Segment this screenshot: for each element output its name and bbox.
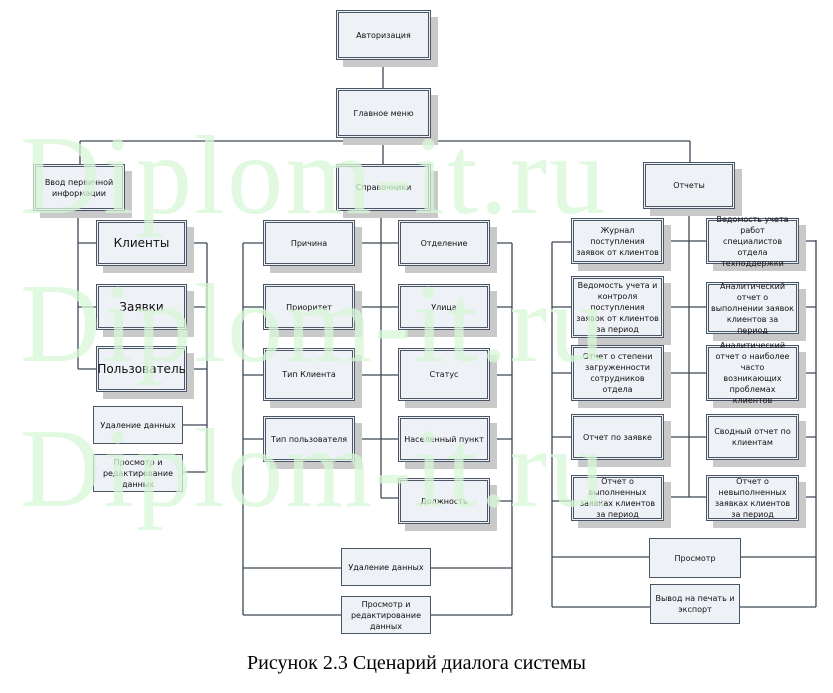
node-label: Просмотр и редактирование данных — [102, 457, 174, 489]
node-label: Клиенты — [113, 235, 170, 250]
node-r-specialists: Ведомость учета работ специалистов отдел… — [706, 215, 799, 268]
node-r-done: Отчет о выполненных заявках клиентов за … — [571, 475, 664, 521]
node-priority: Приоритет — [263, 284, 355, 330]
node-label: Должность — [420, 496, 468, 506]
node-client-type: Тип Клиента — [263, 348, 355, 401]
node-label: Отчет о степени загруженности сотруднико… — [582, 352, 653, 394]
node-input-view: Просмотр и редактирование данных — [93, 454, 183, 492]
node-label: Удаление данных — [348, 562, 424, 572]
node-r-print: Вывод на печать и экспорт — [650, 584, 740, 624]
figure-caption: Рисунок 2.3 Сценарий диалога системы — [247, 652, 586, 674]
node-r-load: Отчет о степени загруженности сотруднико… — [571, 345, 664, 401]
node-auth: Авторизация — [336, 10, 431, 60]
node-department: Отделение — [398, 220, 490, 266]
node-user-type: Тип пользователя — [263, 416, 355, 462]
node-r-analytic-done: Аналитический отчет о выполнении заявок … — [706, 281, 799, 335]
node-label: Аналитический отчет о наиболее часто воз… — [715, 341, 790, 405]
node-street: Улица — [398, 284, 490, 330]
node-label: Просмотр и редактирование данных — [350, 599, 422, 631]
node-label: Отделение — [420, 238, 468, 248]
node-requests: Заявки — [96, 284, 187, 330]
node-label: Ведомость учета и контроля поступления з… — [576, 280, 659, 334]
node-clients: Клиенты — [96, 220, 187, 266]
node-locality: Населенный пункт — [398, 416, 490, 462]
node-r-summary: Сводный отчет по клиентам — [706, 414, 799, 460]
node-label: Справочники — [355, 183, 412, 192]
node-label: Заявки — [119, 299, 164, 314]
node-label: Отчет по заявке — [583, 432, 652, 442]
node-reason: Причина — [263, 220, 355, 266]
node-refs: Справочники — [336, 164, 431, 211]
node-label: Просмотр — [674, 553, 716, 563]
node-input-delete: Удаление данных — [93, 406, 183, 444]
node-input: Ввод первичной информации — [33, 164, 125, 211]
node-label: Журнал поступления заявок от клиентов — [576, 225, 659, 257]
node-r-request: Отчет по заявке — [571, 414, 664, 460]
node-label: Отчет о выполненных заявках клиентов за … — [579, 477, 656, 519]
node-r-undone: Отчет о невыполненных заявках клиентов з… — [706, 475, 799, 521]
node-label: Ведомость учета работ специалистов отдел… — [716, 214, 789, 268]
node-user: Пользователь — [96, 346, 187, 392]
node-label: Вывод на печать и экспорт — [655, 594, 735, 614]
node-label: Причина — [290, 238, 328, 248]
node-refs-view: Просмотр и редактирование данных — [341, 596, 431, 634]
node-label: Отчеты — [673, 181, 705, 190]
node-label: Улица — [431, 302, 457, 312]
node-position: Должность — [398, 478, 490, 524]
node-label: Приоритет — [286, 302, 332, 312]
node-r-analytic-problems: Аналитический отчет о наиболее часто воз… — [706, 341, 799, 405]
node-label: Удаление данных — [100, 420, 176, 430]
node-main-menu: Главное меню — [336, 88, 431, 138]
node-label: Статус — [429, 370, 459, 379]
node-label: Тип Клиента — [282, 370, 336, 379]
node-label: Отчет о невыполненных заявках клиентов з… — [714, 477, 791, 519]
node-label: Населенный пункт — [404, 434, 484, 444]
node-reports: Отчеты — [643, 162, 735, 209]
node-status: Статус — [398, 348, 490, 401]
node-r-view: Просмотр — [649, 538, 741, 578]
node-label: Пользователь — [97, 361, 186, 376]
node-r-journal: Журнал поступления заявок от клиентов — [571, 218, 664, 264]
node-label: Сводный отчет по клиентам — [714, 427, 791, 447]
node-refs-delete: Удаление данных — [341, 548, 431, 586]
node-label: Тип пользователя — [270, 434, 348, 444]
node-label: Главное меню — [353, 108, 414, 118]
node-label: Аналитический отчет о выполнении заявок … — [711, 281, 795, 335]
node-r-control: Ведомость учета и контроля поступления з… — [571, 276, 664, 338]
node-label: Авторизация — [356, 30, 411, 40]
node-label: Ввод первичной информации — [44, 177, 114, 198]
